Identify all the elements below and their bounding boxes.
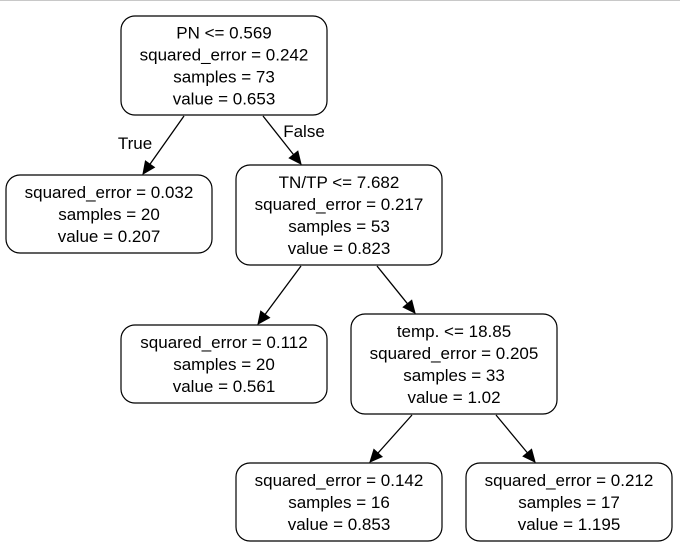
tree-node-n3: squared_error = 0.112 samples = 20 value =…	[120, 324, 328, 404]
node-box	[350, 313, 558, 415]
node-text-line: samples = 16	[288, 493, 390, 512]
arrowhead-icon	[402, 299, 416, 314]
edge-n4-n6	[495, 414, 536, 463]
node-text-line: TN/TP <= 7.682	[279, 173, 400, 192]
node-text-line: samples = 53	[288, 217, 390, 236]
edge-line	[149, 115, 185, 165]
node-text-line: PN <= 0.569	[176, 24, 271, 43]
arrowhead-icon	[369, 448, 384, 463]
node-text-line: squared_error = 0.205	[370, 344, 539, 363]
node-text-line: value = 0.207	[58, 227, 161, 246]
node-text-line: squared_error = 0.032	[25, 183, 194, 202]
tree-node-n0: PN <= 0.569 squared_error = 0.242 samples …	[120, 15, 328, 116]
node-text-line: temp. <= 18.85	[397, 322, 511, 341]
edge-label-false: False	[283, 122, 325, 141]
node-text-line: squared_error = 0.112	[140, 333, 307, 352]
edge-n0-n2: False	[262, 115, 325, 165]
edge-line	[376, 265, 408, 305]
edge-line	[264, 265, 302, 315]
node-text-line: samples = 17	[518, 493, 620, 512]
node-text-line: value = 0.653	[173, 90, 276, 109]
tree-node-n4: temp. <= 18.85 squared_error = 0.205 sampl…	[350, 313, 558, 415]
node-text-line: samples = 20	[173, 355, 275, 374]
node-text-line: samples = 20	[58, 205, 160, 224]
node-text-line: value = 0.853	[288, 515, 391, 534]
edge-n2-n3	[257, 265, 302, 325]
arrowhead-icon	[257, 310, 271, 325]
node-text-line: squared_error = 0.142	[255, 471, 424, 490]
arrowhead-icon	[142, 160, 156, 175]
node-box	[120, 324, 328, 404]
arrowhead-icon	[522, 448, 536, 463]
edges-layer: True False	[118, 115, 536, 463]
edge-line	[495, 414, 528, 454]
nodes-layer: PN <= 0.569 squared_error = 0.242 samples …	[5, 15, 673, 542]
tree-node-n6: squared_error = 0.212 samples = 17 value =…	[465, 462, 673, 542]
edge-n4-n5	[369, 414, 413, 463]
edge-n2-n4	[376, 265, 416, 314]
arrowhead-icon	[288, 150, 302, 165]
node-box	[235, 164, 443, 266]
edge-line	[377, 414, 413, 454]
node-text-line: samples = 73	[173, 68, 275, 87]
node-text-line: samples = 33	[403, 366, 505, 385]
node-text-line: value = 0.561	[173, 377, 276, 396]
tree-node-n1: squared_error = 0.032 samples = 20 value =…	[5, 174, 213, 254]
node-box	[235, 462, 443, 542]
tree-node-n5: squared_error = 0.142 samples = 16 value =…	[235, 462, 443, 542]
edge-line	[262, 115, 295, 155]
tree-node-n2: TN/TP <= 7.682 squared_error = 0.217 sampl…	[235, 164, 443, 266]
node-text-line: squared_error = 0.217	[255, 195, 424, 214]
top-border-line	[0, 0, 680, 1]
node-text-line: squared_error = 0.242	[140, 46, 309, 65]
node-text-line: value = 1.02	[407, 388, 500, 407]
node-box	[5, 174, 213, 254]
node-text-line: value = 0.823	[288, 239, 391, 258]
node-box	[465, 462, 673, 542]
node-text-line: squared_error = 0.212	[485, 471, 654, 490]
edge-n0-n1: True	[118, 115, 185, 175]
node-box	[120, 15, 328, 116]
edge-label-true: True	[118, 134, 152, 153]
node-text-line: value = 1.195	[518, 515, 621, 534]
